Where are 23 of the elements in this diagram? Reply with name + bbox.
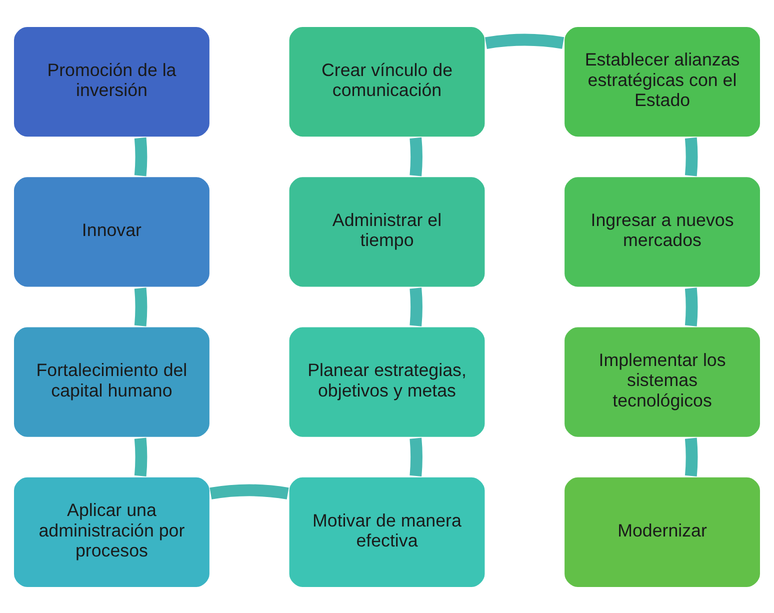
connector <box>210 484 289 499</box>
node-box: Fortalecimiento del capital humano <box>12 324 212 439</box>
connector <box>684 437 698 476</box>
node-box: Aplicar una administración por procesos <box>12 474 212 589</box>
node-box: Administrar el tiempo <box>286 174 488 289</box>
connector <box>684 136 698 176</box>
connector <box>134 437 148 476</box>
node-box: Promoción de la inversión <box>12 24 212 138</box>
connector <box>410 287 422 326</box>
connector <box>134 136 148 176</box>
node-box: Crear vínculo de comunicación <box>286 24 488 138</box>
node-box: Implementar los sistemas tecnológicos <box>562 324 762 439</box>
node-box: Modernizar <box>562 474 762 589</box>
connector <box>485 33 564 48</box>
node-box: Ingresar a nuevos mercados <box>562 174 762 289</box>
node-box: Motivar de manera efectiva <box>286 474 488 589</box>
node-box: Establecer alianzas estratégicas con el Estado <box>562 24 762 138</box>
connector <box>134 287 148 326</box>
connector <box>410 437 422 476</box>
node-box: Innovar <box>12 174 212 289</box>
connector <box>410 136 422 176</box>
node-box: Planear estrategias, objetivos y metas <box>286 324 488 439</box>
connector <box>684 287 698 326</box>
